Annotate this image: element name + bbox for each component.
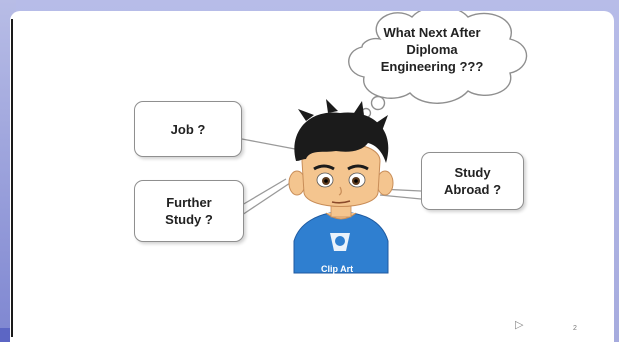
study-abroad-option-label: Study Abroad ?: [443, 165, 502, 197]
further-study-option-label: Further Study ?: [165, 195, 213, 227]
mouse-pointer-icon: ▷: [515, 319, 524, 331]
job-option-box: Job ?: [134, 101, 242, 157]
character-illustration: [288, 99, 394, 274]
shirt-logo-text: Clip Art: [321, 264, 354, 274]
slide-left-divider: [11, 19, 13, 337]
job-option-label: Job ?: [170, 121, 206, 137]
study-abroad-option-box: Study Abroad ?: [421, 152, 524, 210]
presentation-slide: What Next After Diploma Engineering ??? …: [10, 11, 614, 342]
thought-bubble-text: What Next After Diploma Engineering ???: [380, 25, 484, 74]
slide-page-number: 2: [573, 325, 577, 332]
further-study-option-box: Further Study ?: [134, 180, 244, 242]
